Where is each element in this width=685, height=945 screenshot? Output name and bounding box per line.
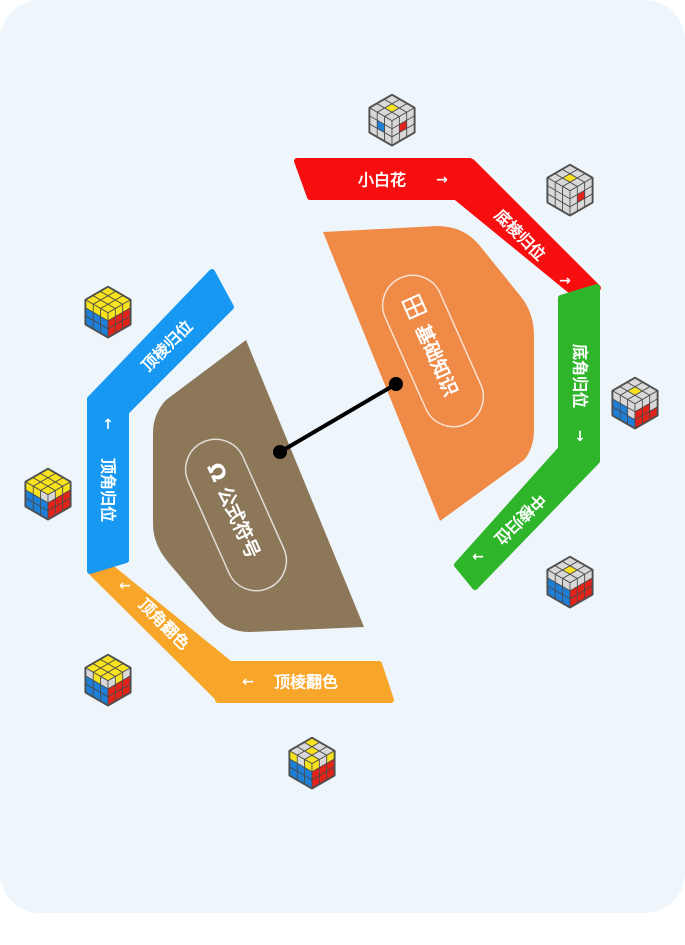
step-5[interactable]: 顶棱翻色 ← (215, 661, 394, 703)
rubiks-cube-icon (84, 285, 132, 339)
step-label: 小白花 (358, 171, 406, 190)
step-segment (454, 447, 600, 590)
step-7[interactable]: 顶角归位 ↑ (87, 397, 129, 574)
hub-basics[interactable]: 基础知识 (323, 226, 534, 521)
rubiks-cube-icon (546, 163, 594, 217)
hub-notation[interactable]: Ω 公式符号 (153, 340, 364, 632)
step-3[interactable]: 底角归位 ↓ (558, 284, 600, 463)
step-segment (87, 269, 234, 414)
step-arrow-icon: → (559, 273, 571, 289)
rubiks-cube-icon (24, 467, 72, 521)
cube-icons (24, 93, 659, 790)
hub-connector (273, 377, 403, 459)
step-arrow-icon: ← (472, 549, 484, 565)
rubiks-cube-icon (368, 93, 416, 147)
step-arrow-icon: ← (242, 674, 254, 690)
step-label: 底角归位 (571, 344, 590, 408)
hub-basics-shape (323, 226, 534, 521)
step-label: 顶棱翻色 (274, 673, 338, 692)
hub-basics-pill (381, 274, 485, 428)
step-arrow-icon: ↑ (102, 417, 114, 433)
rubiks-cube-icon (84, 653, 132, 707)
hub-notation-shape (153, 340, 364, 632)
step-arrow-icon: ↓ (574, 429, 586, 445)
rubiks-cube-icon (546, 555, 594, 609)
step-arrow-icon: ← (119, 578, 131, 594)
hub-notation-pill (184, 438, 288, 592)
step-1[interactable]: 小白花 → (294, 158, 473, 200)
grid-icon (401, 293, 428, 320)
rubiks-cube-icon (611, 376, 659, 430)
step-arrow-icon: → (436, 172, 448, 188)
step-label: 顶角归位 (99, 458, 118, 522)
rubiks-cube-icon (288, 736, 336, 790)
step-ring: 小白花→底棱归位→底角归位↓中棱归位←顶棱翻色←顶角翻色←顶角归位↑顶棱归位 (87, 158, 601, 703)
